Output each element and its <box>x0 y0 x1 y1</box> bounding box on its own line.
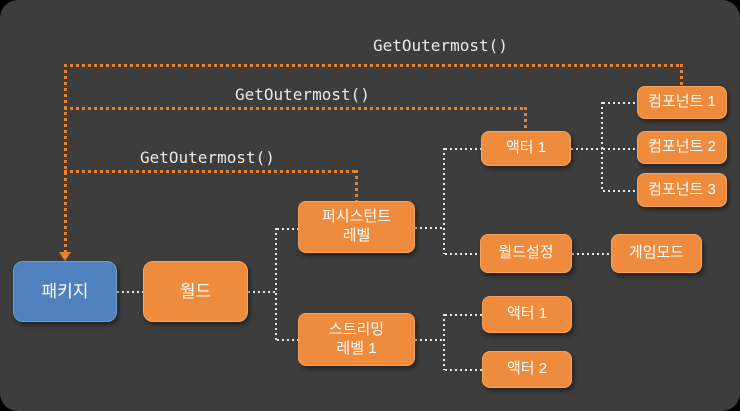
connector-to-persistent-level <box>277 228 298 230</box>
getoutermost-label-1: GetOutermost() <box>373 36 508 55</box>
node-component-3: 컴포넌트 3 <box>637 173 727 207</box>
node-component-1: 컴포넌트 1 <box>637 86 727 119</box>
connector-world-trunk <box>248 291 276 293</box>
node-actor-1-streaming: 액터 1 <box>482 296 572 333</box>
node-component-2: 컴포넌트 2 <box>637 131 727 164</box>
connector-package-world <box>117 291 143 293</box>
connector-worldsettings-gamemode <box>572 253 611 255</box>
connector-actor-trunk <box>571 148 602 150</box>
node-world-settings: 월드설정 <box>480 234 572 273</box>
connector-to-streaming-level <box>277 339 298 341</box>
connector-to-actor-2 <box>445 369 482 371</box>
connector-streaming-trunk-vertical <box>443 314 445 370</box>
node-package: 패키지 <box>13 261 117 322</box>
node-actor-2: 액터 2 <box>482 351 572 388</box>
getoutermost-line-2-horizontal <box>64 107 527 110</box>
getoutermost-line-2-drop <box>524 107 527 131</box>
getoutermost-line-1-drop <box>680 64 683 86</box>
connector-to-component-2 <box>603 148 637 150</box>
connector-world-trunk-vertical <box>275 228 277 341</box>
connector-to-component-1 <box>603 102 637 104</box>
getoutermost-label-3: GetOutermost() <box>140 148 275 167</box>
connector-persistent-trunk-vertical <box>443 148 445 254</box>
getoutermost-line-3-horizontal <box>64 170 358 173</box>
connector-actor-trunk-vertical <box>601 102 603 191</box>
getoutermost-label-2: GetOutermost() <box>235 85 370 104</box>
node-game-mode: 게임모드 <box>611 234 702 273</box>
node-streaming-level-1: 스트리밍 레벨 1 <box>298 313 415 366</box>
connector-to-actor-1 <box>445 148 481 150</box>
getoutermost-trunk-vertical <box>64 64 67 252</box>
node-actor-1: 액터 1 <box>481 131 571 166</box>
getoutermost-line-1-horizontal <box>64 64 683 67</box>
node-world: 월드 <box>143 261 248 322</box>
node-persistent-level: 퍼시스턴트 레벨 <box>298 201 415 253</box>
connector-to-component-3 <box>603 190 637 192</box>
arrowhead-into-package-icon <box>59 252 71 261</box>
getoutermost-line-3-drop <box>355 170 358 201</box>
connector-to-actor-1-streaming <box>445 314 482 316</box>
connector-persistent-trunk <box>415 227 444 229</box>
connector-streaming-trunk <box>415 339 444 341</box>
connector-to-world-settings <box>445 253 480 255</box>
